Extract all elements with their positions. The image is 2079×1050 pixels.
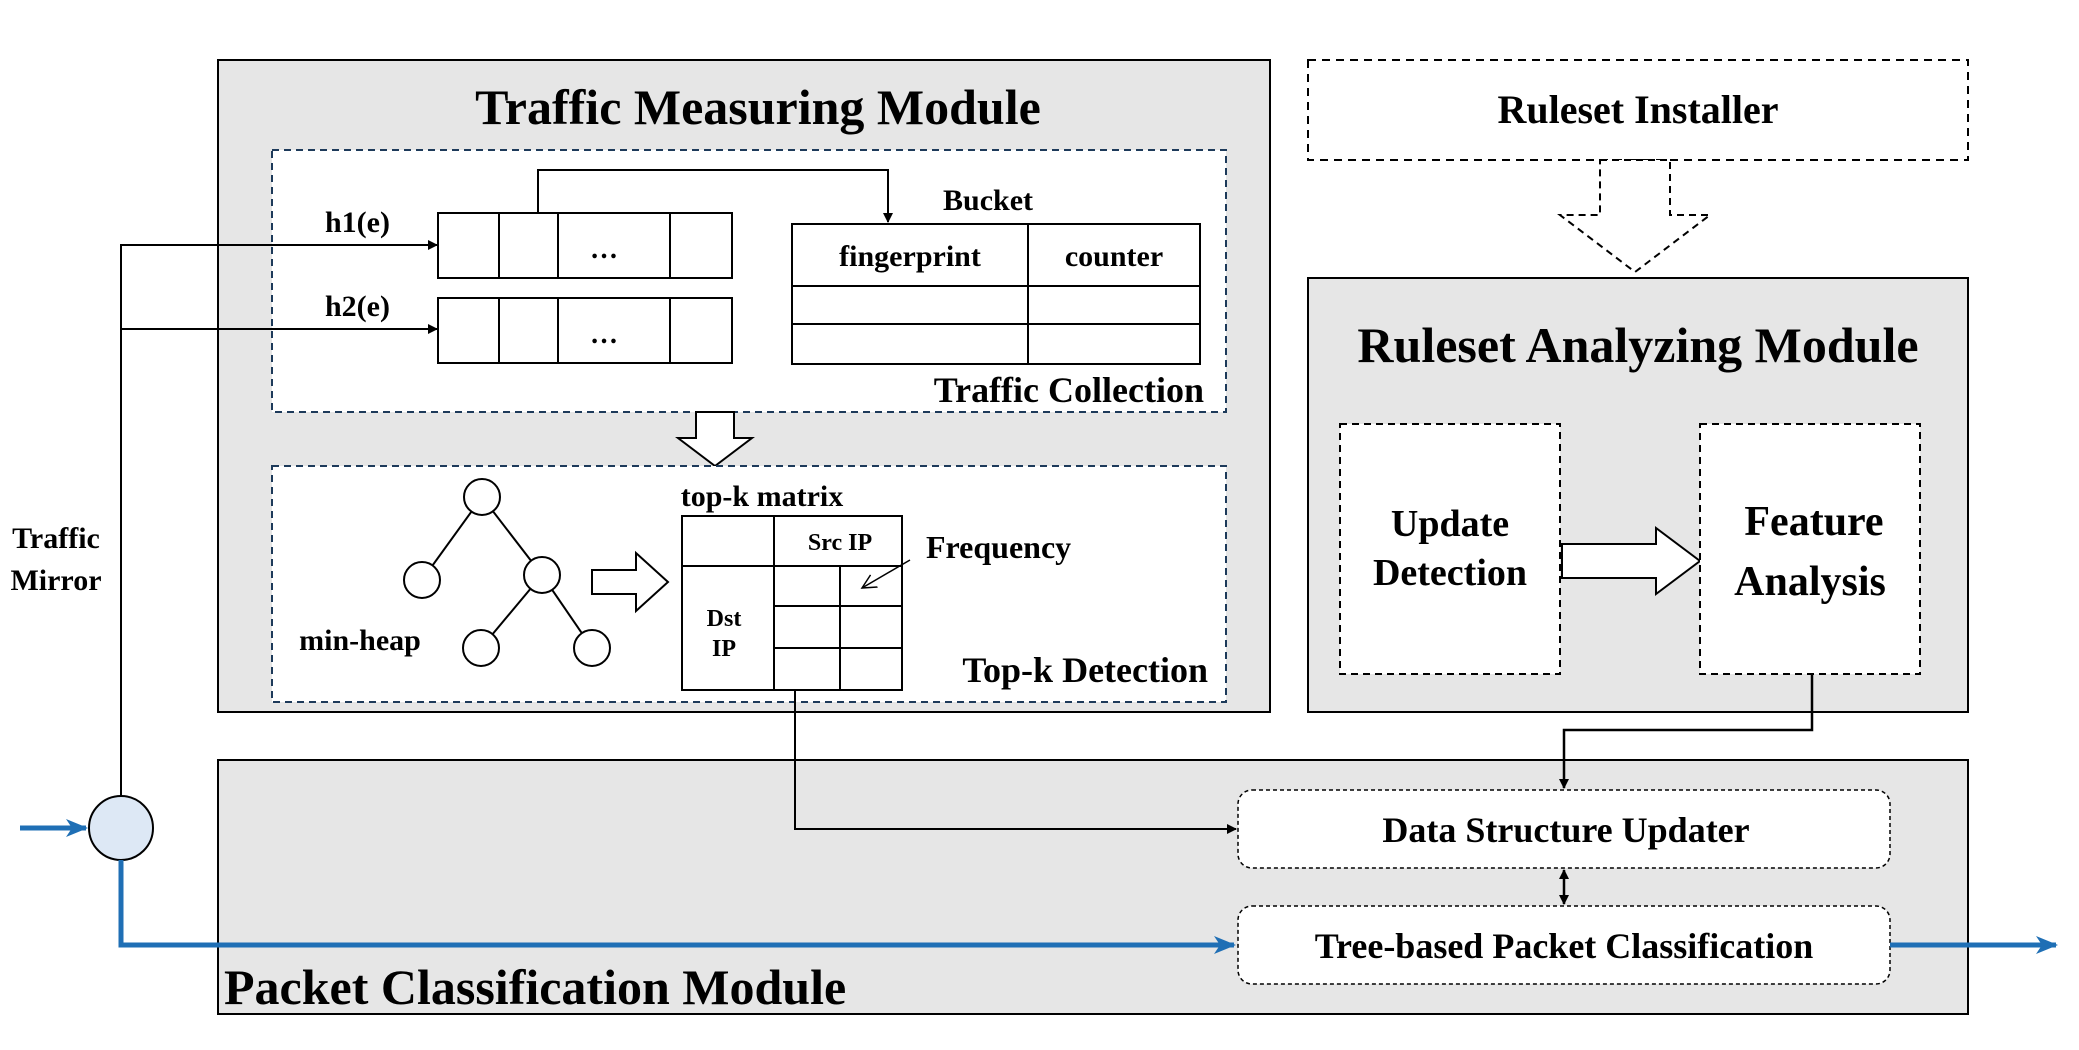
ruleset-analyzing-module: Ruleset Analyzing Module Update Detectio… — [1307, 277, 1969, 713]
traffic-measuring-title: Traffic Measuring Module — [475, 79, 1041, 135]
heap-node-left — [403, 561, 441, 599]
matrix-src-ip: Src IP — [808, 530, 872, 556]
update-detection-line2: Detection — [1373, 552, 1527, 594]
installer-to-analyzer-arrow — [1557, 159, 1713, 274]
bucket-col-fingerprint: fingerprint — [839, 240, 981, 273]
packet-classification-module: Packet Classification Module Data Struct… — [217, 759, 1969, 1015]
hash-array-2-ellipsis: … — [590, 319, 618, 350]
hash-function-2-label: h2(e) — [325, 290, 390, 323]
packet-flow-to-classifier-arrow — [118, 860, 1236, 954]
hash-function-1-label: h1(e) — [325, 206, 390, 239]
data-structure-updater-box: Data Structure Updater — [1237, 789, 1891, 869]
tree-classification-label: Tree-based Packet Classification — [1315, 926, 1814, 966]
update-detection-line1: Update — [1391, 503, 1509, 545]
bucket-table: fingerprint counter — [791, 223, 1201, 365]
packet-classification-title: Packet Classification Module — [224, 959, 846, 1015]
frequency-label: Frequency — [926, 529, 1071, 565]
topk-detection-section: Top-k Detection min-heap top-k matrix — [271, 465, 1227, 703]
traffic-collection-section: Traffic Collection h1(e) h2(e) … … — [271, 149, 1227, 413]
traffic-mirror-label-line1: Traffic — [12, 522, 100, 555]
heap-node-right-left — [462, 629, 500, 667]
traffic-measuring-module: Traffic Measuring Module Traffic Collect… — [217, 59, 1271, 713]
ruleset-installer-label: Ruleset Installer — [1497, 87, 1778, 132]
traffic-mirror-label-line2: Mirror — [10, 564, 101, 597]
update-to-feature-arrow — [1561, 526, 1702, 596]
ruleset-installer: Ruleset Installer — [1307, 59, 1969, 161]
feature-analysis-line1: Feature — [1744, 499, 1883, 545]
topk-detection-label: Top-k Detection — [962, 650, 1208, 690]
traffic-mirror-node — [88, 795, 154, 861]
data-structure-updater-label: Data Structure Updater — [1382, 810, 1749, 850]
topk-matrix: Src IP Dst IP — [681, 515, 903, 691]
matrix-ip: IP — [712, 636, 736, 662]
update-detection-box: Update Detection — [1339, 423, 1561, 675]
hash-to-bucket-arrow — [537, 169, 893, 223]
feature-analysis-line2: Analysis — [1734, 559, 1886, 605]
heap-node-right — [523, 556, 561, 594]
mirror-to-hash1-arrow — [120, 240, 438, 800]
heap-to-matrix-arrow — [591, 550, 670, 614]
feature-to-updater-arrow — [1559, 674, 1814, 789]
matrix-dst: Dst — [707, 606, 742, 632]
collection-to-detection-arrow — [675, 411, 755, 468]
hash-array-1: … — [437, 212, 733, 279]
feature-analysis-box: Feature Analysis — [1699, 423, 1921, 675]
topk-matrix-title: top-k matrix — [681, 480, 843, 513]
min-heap-tree — [403, 478, 611, 667]
hash-array-1-ellipsis: … — [590, 234, 618, 265]
ruleset-analyzing-title: Ruleset Analyzing Module — [1357, 317, 1918, 373]
topk-to-updater-arrow — [794, 690, 1237, 834]
tree-classification-box: Tree-based Packet Classification — [1237, 905, 1891, 985]
frequency-pointer-arrow — [862, 559, 911, 588]
heap-node-root — [463, 478, 501, 516]
heap-node-right-right — [573, 629, 611, 667]
hash-array-2: … — [437, 297, 733, 364]
bucket-title: Bucket — [943, 184, 1033, 217]
traffic-collection-label: Traffic Collection — [934, 370, 1204, 410]
min-heap-label: min-heap — [299, 624, 421, 657]
bucket-col-counter: counter — [1065, 240, 1163, 273]
